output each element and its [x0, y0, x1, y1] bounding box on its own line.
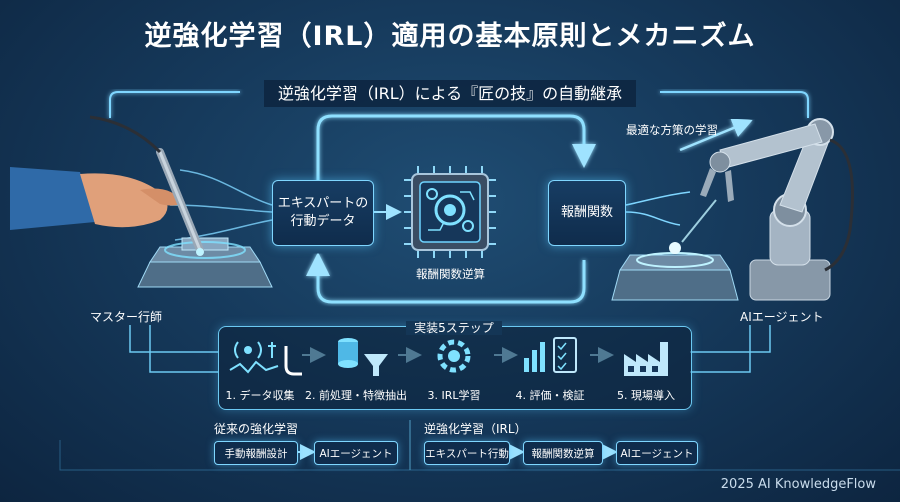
chip-label: 報酬関数逆算	[416, 267, 485, 281]
manual-reward-design-box: 手動報酬設計	[214, 441, 298, 465]
preprocessing-icon	[338, 338, 388, 376]
agent-label: AIエージェント	[740, 310, 824, 324]
footer-credit: 2025 AI KnowledgeFlow	[720, 477, 876, 492]
reward-function-box: 報酬関数	[548, 180, 626, 246]
data-collection-icon	[229, 341, 302, 376]
chip-icon	[404, 166, 496, 258]
step-label-1: 1. データ収集	[225, 389, 295, 402]
traditional-agent-box: AIエージェント	[314, 441, 398, 465]
master-hand-illustration	[10, 115, 273, 288]
robot-arm-illustration	[611, 118, 854, 301]
gear-icon	[437, 339, 471, 373]
step-label-5: 5. 現場導入	[617, 389, 675, 402]
step-icons	[229, 337, 668, 376]
learning-label: 最適な方策の学習	[626, 123, 718, 137]
evaluation-icon	[524, 337, 577, 373]
irl-agent-box: AIエージェント	[616, 441, 698, 465]
page-subtitle: 逆強化学習（IRL）による『匠の技』の自動継承	[0, 80, 900, 107]
traditional-rl-title: 従来の強化学習	[214, 422, 299, 436]
expert-behavior-box: エキスパート行動	[424, 441, 510, 465]
expert-data-box: エキスパートの 行動データ	[272, 180, 374, 246]
factory-icon	[624, 342, 668, 376]
steps-title: 実装5ステップ	[218, 319, 690, 336]
subtitle-text: 逆強化学習（IRL）による『匠の技』の自動継承	[263, 80, 637, 107]
step-label-2: 2. 前処理・特徴抽出	[305, 389, 407, 402]
irl-title: 逆強化学習（IRL）	[424, 422, 527, 436]
page-title: 逆強化学習（IRL）適用の基本原則とメカニズム	[144, 21, 756, 52]
step-label-3: 3. IRL学習	[427, 389, 481, 402]
step-label-4: 4. 評価・検証	[515, 389, 585, 402]
steps-title-text: 実装5ステップ	[406, 321, 502, 335]
reward-inverse-box: 報酬関数逆算	[523, 441, 603, 465]
master-label: マスター行師	[90, 310, 163, 324]
